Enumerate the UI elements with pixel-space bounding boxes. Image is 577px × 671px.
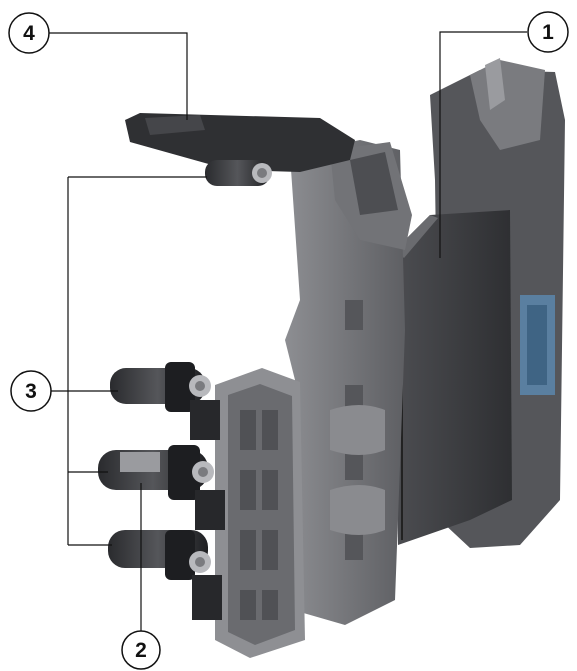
svg-text:3: 3 <box>25 380 37 403</box>
front-carrier-plate <box>215 368 305 658</box>
callout-4: 4 <box>8 12 50 54</box>
callout-2: 2 <box>121 630 161 670</box>
leader-lines <box>49 31 527 632</box>
leader-line-1 <box>439 31 527 258</box>
top-solenoid-module <box>125 113 355 186</box>
callout-3: 3 <box>10 370 52 412</box>
solenoid-valve-lower <box>108 530 222 620</box>
svg-text:1: 1 <box>542 21 554 44</box>
solenoid-valve-upper <box>110 362 220 440</box>
svg-text:4: 4 <box>23 22 35 45</box>
svg-text:2: 2 <box>135 639 147 662</box>
hydraulic-frame <box>285 140 412 625</box>
leader-line-4 <box>49 32 188 120</box>
solenoid-valve-middle <box>98 445 225 530</box>
electronic-control-plate <box>395 210 512 545</box>
callout-1: 1 <box>527 11 569 53</box>
